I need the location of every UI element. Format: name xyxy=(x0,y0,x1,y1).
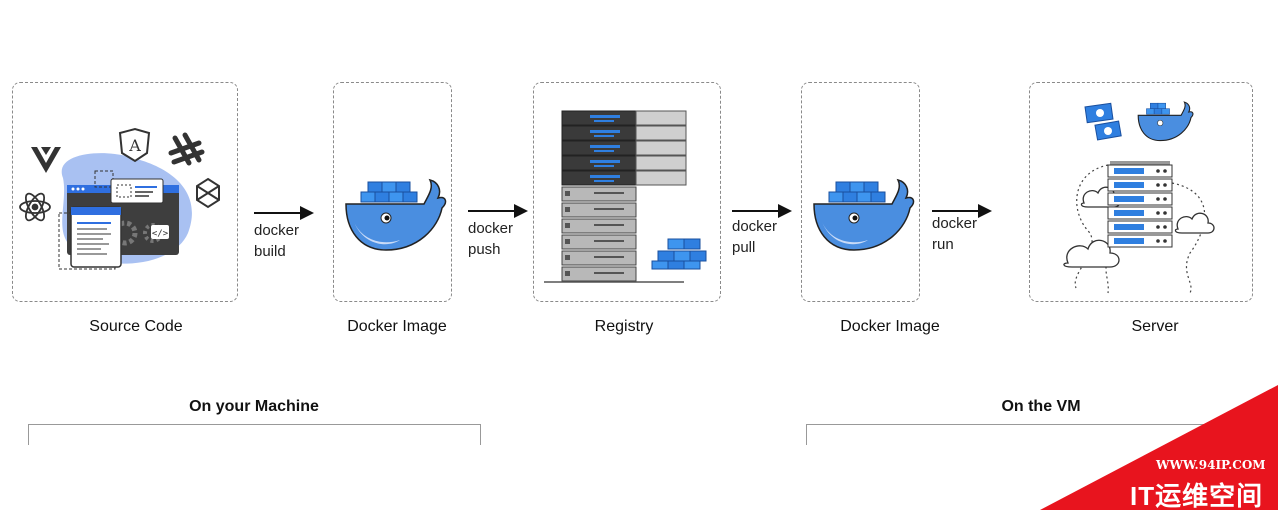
vue-icon xyxy=(31,147,61,173)
stage-label-docker-image-1: Docker Image xyxy=(347,318,447,335)
arrow-right-icon xyxy=(932,204,992,218)
svg-text:A: A xyxy=(128,136,141,155)
docker-whale-small-icon xyxy=(1137,101,1194,142)
watermark-name: IT运维空间 xyxy=(1130,481,1264,511)
server-box xyxy=(1029,82,1253,302)
stage-label-server: Server xyxy=(1131,318,1179,335)
arrow-right-icon xyxy=(254,206,314,220)
server-cluster-icon xyxy=(1063,101,1215,294)
source-code-illustration: A </> xyxy=(19,127,220,270)
docker-image-box-1 xyxy=(333,82,452,302)
stage-label-source-code: Source Code xyxy=(89,318,183,335)
group-label-vm: On the VM xyxy=(1001,398,1081,415)
registry-box xyxy=(533,82,721,302)
stage-label-registry: Registry xyxy=(594,318,654,335)
svg-text:</>: </> xyxy=(152,229,169,239)
registry-rack-icon xyxy=(544,110,707,283)
stage-label-docker-image-2: Docker Image xyxy=(840,318,940,335)
container-stack-icon xyxy=(651,238,707,270)
docker-image-box-2 xyxy=(801,82,920,302)
group-bracket-vm xyxy=(806,424,1273,445)
group-label-machine: On your Machine xyxy=(189,398,319,415)
docker-whale-icon xyxy=(345,178,447,251)
arrow-right-icon xyxy=(732,204,792,218)
hash-tool-icon xyxy=(168,132,205,166)
source-code-box: A </> xyxy=(12,82,238,302)
react-icon xyxy=(19,192,51,222)
angular-icon: A xyxy=(118,127,151,163)
group-bracket-machine xyxy=(28,424,481,445)
container-card-icon xyxy=(1084,102,1122,141)
arrow-right-icon xyxy=(468,204,528,218)
watermark-url: WWW.94IP.COM xyxy=(1156,458,1266,472)
docker-whale-icon xyxy=(813,178,915,251)
watermark-triangle xyxy=(1040,385,1278,510)
cube-icon xyxy=(196,177,220,209)
